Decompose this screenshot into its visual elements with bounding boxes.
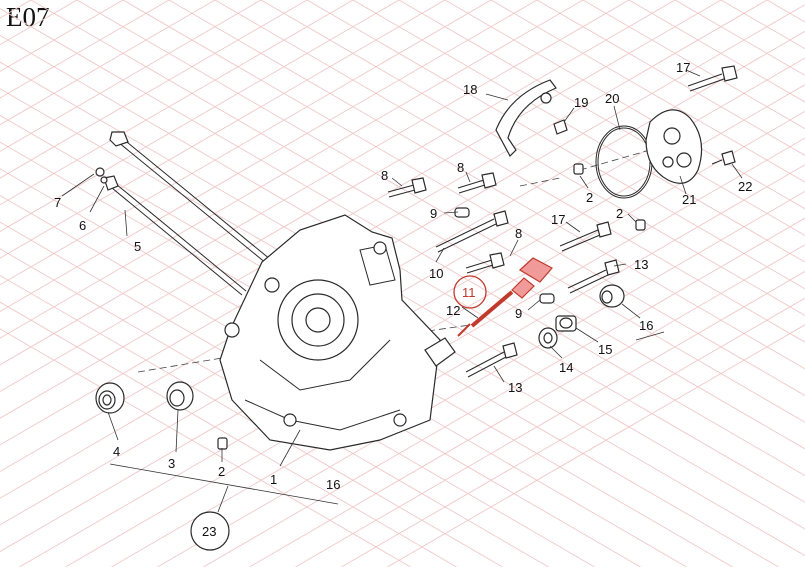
- callout-8: 8: [381, 168, 388, 183]
- callout-5: 5: [134, 239, 141, 254]
- bearing-part-4: [95, 382, 125, 414]
- plug-part-15: [555, 315, 577, 332]
- callout-4: 4: [113, 444, 120, 459]
- callout-14: 14: [559, 360, 573, 375]
- callout-19: 19: [574, 95, 588, 110]
- callout-18: 18: [463, 82, 477, 97]
- callout-2: 2: [616, 206, 623, 221]
- screw-part-19: [553, 119, 568, 135]
- callout-10: 10: [429, 266, 443, 281]
- callout-labels: 1 2 2 2 3 4 5 6 7 8 8 8 9 9 10 11 12 13 …: [54, 60, 752, 539]
- callout-9: 9: [430, 206, 437, 221]
- callout-12: 12: [446, 303, 460, 318]
- clamp-part-18: [495, 79, 557, 157]
- callout-11: 11: [462, 285, 476, 300]
- stud-part-5: [95, 131, 277, 296]
- bush-part-16: [599, 284, 625, 308]
- crankcase-part-1: [219, 214, 456, 451]
- callout-13: 13: [634, 257, 648, 272]
- callout-9: 9: [515, 306, 522, 321]
- bolt-part-22: [711, 150, 736, 166]
- bolt-part-8: [387, 172, 505, 274]
- callout-21: 21: [682, 192, 696, 207]
- callout-2: 2: [218, 464, 225, 479]
- washer-part-14: [538, 327, 558, 349]
- callout-circle-23: [190, 511, 230, 551]
- callout-13: 13: [508, 380, 522, 395]
- callout-17: 17: [676, 60, 690, 75]
- callout-15: 15: [598, 342, 612, 357]
- highlight-ring: [453, 275, 487, 309]
- callout-20: 20: [605, 91, 619, 106]
- diagram-title: E07: [6, 2, 50, 32]
- dowel-part-2-upper: [573, 163, 646, 231]
- dowel-part-9: [454, 207, 555, 304]
- bolt-part-13: [465, 259, 620, 378]
- callout-23: 23: [202, 524, 216, 539]
- bolt-part-10: [435, 210, 509, 253]
- cover-part-21: [645, 109, 703, 184]
- callout-3: 3: [168, 456, 175, 471]
- callout-6: 6: [79, 218, 86, 233]
- callout-22: 22: [738, 179, 752, 194]
- sensor-part-11: [457, 257, 553, 337]
- dowel-part-2-lower: [217, 437, 228, 450]
- callout-8: 8: [515, 226, 522, 241]
- bolt-part-17: [559, 65, 738, 252]
- bearing-part-3: [166, 381, 194, 411]
- callout-2: 2: [586, 190, 593, 205]
- callout-7: 7: [54, 195, 61, 210]
- callout-16: 16: [639, 318, 653, 333]
- callout-17: 17: [551, 212, 565, 227]
- leader-lines: [61, 69, 743, 513]
- callout-8: 8: [457, 160, 464, 175]
- callout-16: 16: [326, 477, 340, 492]
- callout-1: 1: [270, 472, 277, 487]
